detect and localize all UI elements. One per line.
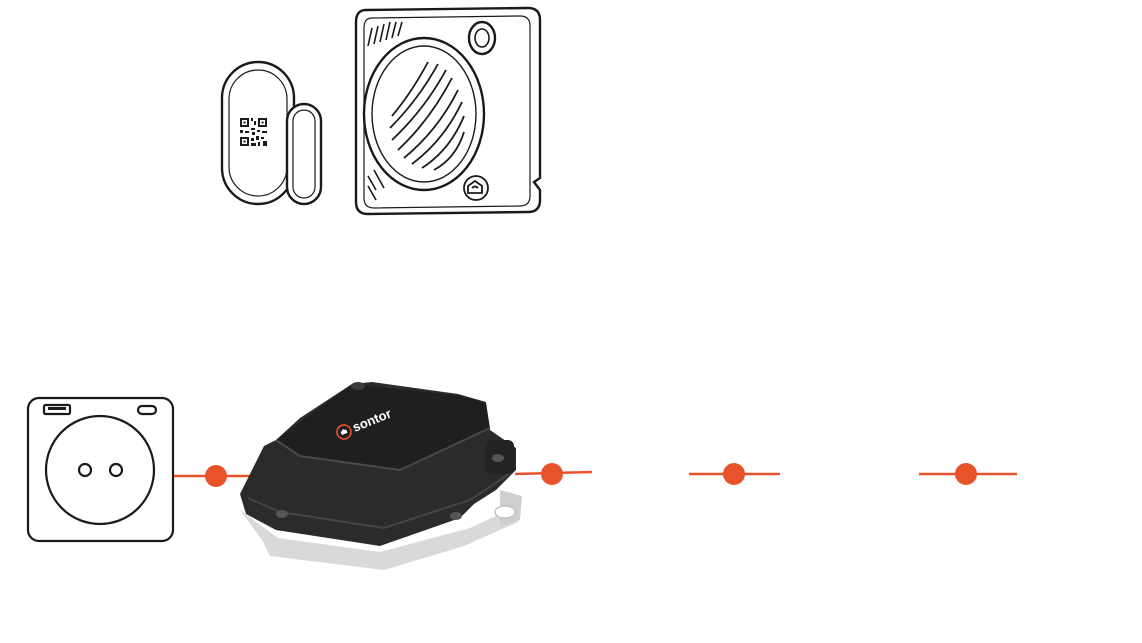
speaker-grille-slots <box>389 61 465 171</box>
hub-screw <box>276 510 288 518</box>
connector-dot <box>205 465 227 487</box>
gateway-hub: sontor <box>240 382 522 570</box>
door-sensor-magnet-inner <box>292 109 316 199</box>
hub-screw <box>492 454 504 462</box>
house-signal-icon <box>336 424 352 440</box>
door-sensor <box>220 60 323 206</box>
door-sensor-body-inner <box>228 69 288 197</box>
house-signal-icon <box>463 175 489 201</box>
hub-lower-bevel <box>247 471 513 530</box>
socket-pin-right <box>108 462 124 478</box>
hub-top-screw <box>351 382 365 390</box>
indicator-led <box>136 404 158 416</box>
usb-port-tongue <box>48 407 66 410</box>
connector-2 <box>514 463 593 485</box>
speaker-grille-inner-ring <box>371 45 477 183</box>
socket-outlet <box>44 414 156 526</box>
hub-mount-hole <box>494 505 516 519</box>
hub-screw <box>450 512 462 520</box>
power-socket <box>26 396 175 543</box>
connector-dot <box>723 463 745 485</box>
hub-base-plate <box>240 496 520 570</box>
vent-slits <box>367 21 403 201</box>
sensor-lens-inner <box>474 28 490 48</box>
qr-code-icon <box>240 118 267 146</box>
speaker-sensor <box>354 6 542 216</box>
connector-dot <box>955 463 977 485</box>
connector-3 <box>689 463 780 485</box>
hub-bevel <box>275 427 491 472</box>
connector-dot <box>541 463 563 485</box>
connector-4 <box>919 463 1017 485</box>
socket-pin-left <box>77 462 93 478</box>
hub-top-face <box>276 384 490 470</box>
